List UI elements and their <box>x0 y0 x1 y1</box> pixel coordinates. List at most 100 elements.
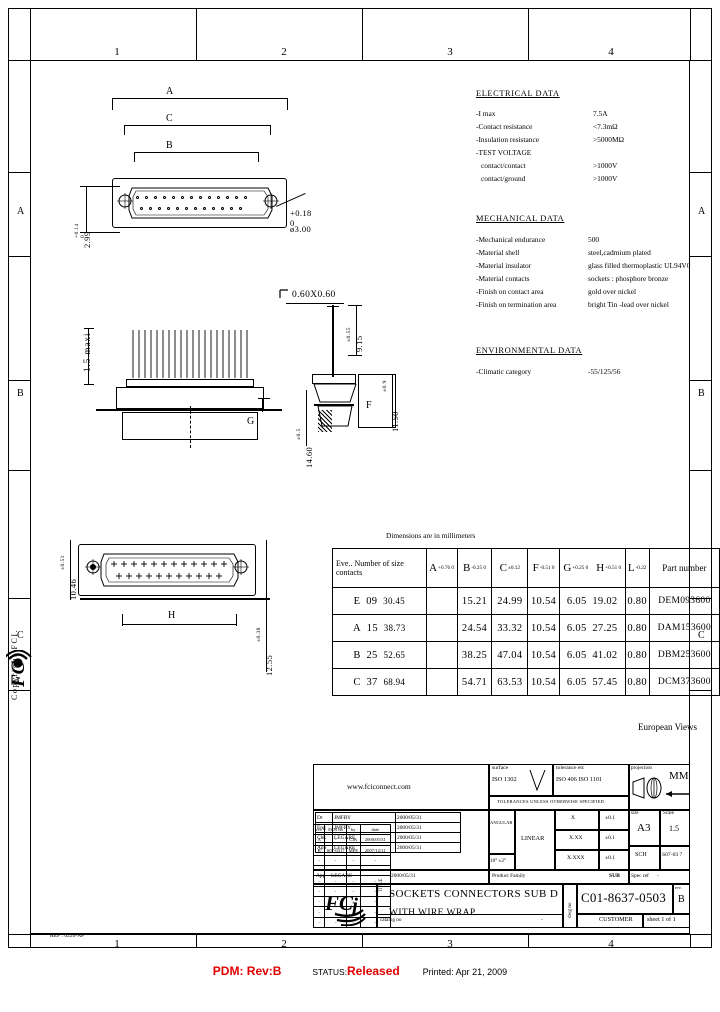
wirewrap-posts <box>132 330 248 378</box>
detail-taper <box>313 384 357 403</box>
panel-line <box>96 409 282 411</box>
rev-value: B <box>678 894 685 905</box>
cell-f: 10.54 <box>527 614 560 642</box>
lin-dim-1: X.XX <box>569 835 583 841</box>
unit-arrow-icon <box>666 791 690 797</box>
spec-ref-label: Spec ref <box>631 873 649 879</box>
cell-a: 38.73 <box>383 622 406 633</box>
tolerance-note: TOLERANCES UNLESS OTHERWISE SPECIFIED <box>497 799 604 804</box>
spec-value: >1000V <box>593 161 618 171</box>
rear-mounting-hole-right <box>233 559 249 575</box>
cell-g-h: 6.05 41.02 <box>558 641 626 669</box>
header-b: B-0.25 0 <box>456 548 493 588</box>
edn-cell <box>629 846 660 870</box>
header-c: C±0.12 <box>491 548 529 588</box>
catalog-cell <box>377 914 563 928</box>
dim-line-1150 <box>392 374 393 428</box>
cell-a: 68.94 <box>383 676 406 687</box>
cell-size: B <box>353 649 361 661</box>
rev-ecr-cell: S07-0317 <box>324 844 348 856</box>
title-line-1: SOCKETS CONNECTORS SUB D <box>389 888 559 900</box>
ext-line <box>80 186 120 187</box>
scale-label: Scale <box>663 811 674 816</box>
title-line-2: WITH WIRE WRAP <box>389 908 476 918</box>
dim-label-1150: 11.50 <box>390 411 400 432</box>
revision-header-row: rev ECR no by date <box>312 823 392 836</box>
sheet-label: sheet 1 of 1 <box>647 916 676 923</box>
rear-pin-grid <box>111 561 227 579</box>
dwg-number-cell <box>577 884 673 914</box>
cell-b: 38.25 <box>456 641 493 669</box>
revision-grid: rev ECR no by date A - CJK 2000/05/31 B … <box>312 823 392 929</box>
lin-dim-2: X.XXX <box>567 855 585 861</box>
row-rule <box>690 380 712 381</box>
column-index-1-bottom: 1 <box>114 938 120 950</box>
website-label: www.fciconnect.com <box>347 782 411 791</box>
cell-size-contacts: E 09 30.45 <box>332 587 427 615</box>
dsub-shell <box>128 187 273 219</box>
dim-label-1255: 12.55 <box>264 654 274 676</box>
tail-post <box>332 305 334 377</box>
fci-logo-margin: FC <box>4 649 32 690</box>
tol-g: +0.25 0 <box>572 564 589 571</box>
dim-line-1046 <box>70 540 71 600</box>
zone-rule-top <box>8 60 712 61</box>
dim-label-15max: 1.5 maxi <box>82 332 92 373</box>
spec-label: -Insulation resistance <box>476 135 540 145</box>
cell-contacts: 37 <box>366 676 378 688</box>
catalog-label: catalog no <box>380 917 402 923</box>
lin-dim-cell <box>555 810 599 830</box>
dim-label-c: C <box>166 113 174 124</box>
zone-tick <box>690 8 691 60</box>
ext-line <box>287 98 288 110</box>
dim-label-h: H <box>168 610 176 621</box>
rev-cell <box>673 884 690 914</box>
linear-cell <box>515 810 555 870</box>
spec-label: -Finish on contact area <box>476 287 544 297</box>
spec-value: -55/125/56 <box>588 367 621 377</box>
spec-row: contact/contact>1000V <box>476 160 624 173</box>
spec-row: -TEST VOLTAGE <box>476 147 624 160</box>
sheet-cell <box>643 914 690 928</box>
tolerance-value: ISO 406 ISO 1101 <box>556 776 603 783</box>
spec-value <box>593 147 624 160</box>
rev-date-cell: 2000/05/31 <box>359 834 392 846</box>
spec-value: 7.5A <box>593 109 608 119</box>
dim-tol-1150: ±0.9 <box>382 380 388 392</box>
spec-label: -TEST VOLTAGE <box>476 148 532 158</box>
ext-line <box>80 232 120 233</box>
cage-value: S07-03 7 <box>662 852 683 858</box>
revision-row-empty: ---- <box>312 854 392 867</box>
reference-number: REF : 6220-AP <box>50 933 85 939</box>
spec-label: -Material shell <box>476 248 520 258</box>
row-rule <box>8 598 30 599</box>
section-hatch <box>318 410 332 432</box>
tol-l: -0.22 <box>635 564 647 571</box>
angular-value-cell <box>489 854 515 870</box>
european-views-note: European Views <box>638 722 698 732</box>
spec-value: gold over nickel <box>588 287 637 297</box>
spec-label: contact/ground <box>481 173 526 183</box>
printed-date: Printed: Apr 21, 2009 <box>422 967 508 977</box>
hole-diameter-label: ø3.00 <box>290 224 312 234</box>
header-f: F-0.51 0 <box>527 548 560 588</box>
lin-tol-2: ±0.1 <box>605 855 616 861</box>
mechanical-data-title: MECHANICAL DATA <box>476 214 565 223</box>
surface-label: surface <box>492 765 509 771</box>
dim-tol-915: ±0.55 <box>346 327 352 342</box>
ext-line <box>270 125 271 135</box>
header-l: L-0.22 <box>624 548 650 588</box>
approval-date: 2000/05/31 <box>395 822 461 833</box>
cell-b: 24.54 <box>456 614 493 642</box>
lin-tol-0: ±0.1 <box>605 815 616 821</box>
cell-contacts: 09 <box>366 595 378 607</box>
cell-g: 6.05 <box>566 676 587 688</box>
column-index-3: 3 <box>447 46 453 58</box>
insulator-block <box>126 379 254 387</box>
row-rule <box>8 470 30 471</box>
row-index-a-right: A <box>698 206 706 217</box>
customer-cell <box>577 914 643 928</box>
cell-size-contacts: B 25 52.65 <box>332 641 427 669</box>
